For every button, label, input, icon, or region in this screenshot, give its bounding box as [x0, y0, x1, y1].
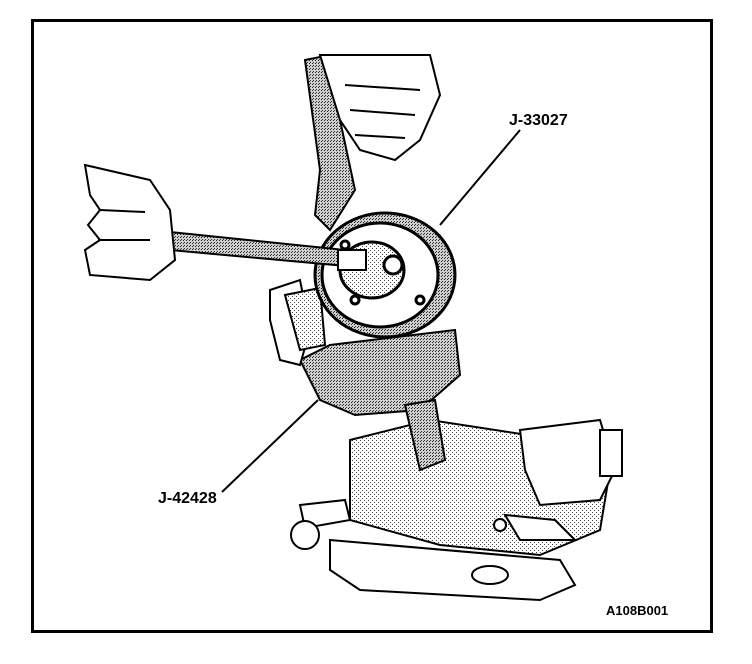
holding-fixture-j42428: [269, 278, 462, 472]
leader-line-j33027: [439, 129, 521, 226]
callout-j33027: J-33027: [509, 112, 568, 129]
left-hand: [83, 163, 177, 282]
right-hand: [318, 54, 442, 162]
figure-id: A108B001: [606, 603, 669, 618]
callout-j42428: J-42428: [158, 490, 217, 507]
spanner-ring-j33027: [313, 211, 457, 339]
leader-line-j42428: [221, 399, 319, 493]
bench-vise: [290, 418, 623, 602]
